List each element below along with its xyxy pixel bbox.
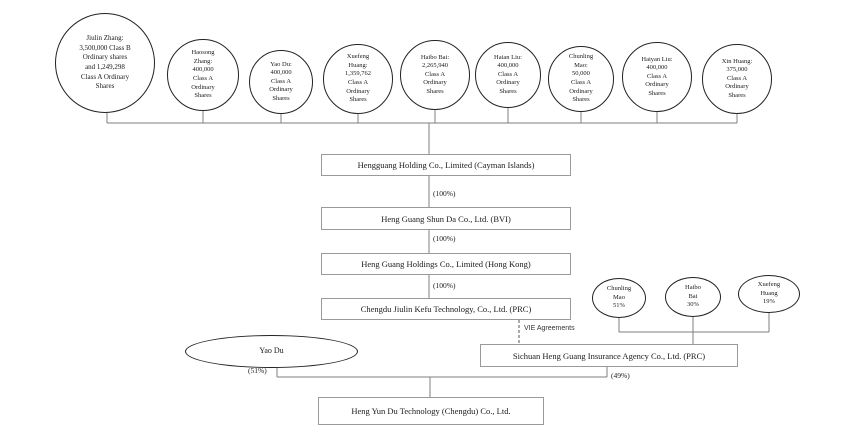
ownership-label-49: (49%) — [611, 371, 630, 380]
ownership-label-100-1: (100%) — [433, 189, 456, 198]
entity-name: Heng Guang Holdings Co., Limited (Hong K… — [361, 259, 531, 269]
entity-box-prc-wfoe: Chengdu Jiulin Kefu Technology, Co., Ltd… — [321, 298, 571, 320]
shareholder-circle-chunling-mao: Chunling Mao: 50,000 Class A Ordinary Sh… — [548, 46, 614, 112]
entity-name: Heng Yun Du Technology (Chengdu) Co., Lt… — [351, 406, 511, 416]
vie-owner-text: Chunling Mao 51% — [606, 285, 632, 310]
shareholder-circle-haibo-bai: Haibo Bai: 2,265,940 Class A Ordinary Sh… — [400, 40, 470, 110]
entity-box-cayman: Hengguang Holding Co., Limited (Cayman I… — [321, 154, 571, 176]
vie-owner-text: Haibo Bai 30% — [685, 284, 701, 309]
entity-box-hong-kong: Heng Guang Holdings Co., Limited (Hong K… — [321, 253, 571, 275]
shareholder-circle-haian-liu: Haian Liu: 400,000 Class A Ordinary Shar… — [475, 42, 541, 108]
ownership-label-100-2: (100%) — [433, 234, 456, 243]
vie-agreements-label: VIE Agreements — [524, 325, 575, 332]
shareholder-text: Haiyan Liu: 400,000 Class A Ordinary Sha… — [641, 55, 673, 97]
ownership-label-51: (51%) — [248, 366, 267, 375]
shareholder-circle-jiulin-zhang: Jiulin Zhang: 3,500,000 Class B Ordinary… — [55, 13, 155, 113]
shareholder-text: Yao Du: 400,000 Class A Ordinary Shares — [269, 60, 293, 102]
shareholder-circle-xuefeng-huang: Xuefeng Huang: 1,359,762 Class A Ordinar… — [323, 44, 393, 114]
shareholder-circle-xin-huang: Xin Huang: 375,000 Class A Ordinary Shar… — [702, 44, 772, 114]
entity-name: Sichuan Heng Guang Insurance Agency Co.,… — [512, 350, 706, 361]
owner-text: Yao Du — [259, 346, 284, 356]
entity-name: Hengguang Holding Co., Limited (Cayman I… — [357, 160, 535, 170]
entity-box-heng-yun-du: Heng Yun Du Technology (Chengdu) Co., Lt… — [318, 397, 544, 425]
shareholder-text: Xuefeng Huang: 1,359,762 Class A Ordinar… — [345, 53, 371, 104]
entity-box-bvi: Heng Guang Shun Da Co., Ltd. (BVI) — [321, 207, 571, 230]
entity-name: Chengdu Jiulin Kefu Technology, Co., Ltd… — [360, 304, 532, 314]
shareholder-text: Haibo Bai: 2,265,940 Class A Ordinary Sh… — [420, 53, 450, 95]
shareholder-text: Xin Huang: 375,000 Class A Ordinary Shar… — [721, 57, 753, 99]
shareholder-text: Jiulin Zhang: 3,500,000 Class B Ordinary… — [79, 34, 131, 91]
entity-name: Heng Guang Shun Da Co., Ltd. (BVI) — [381, 213, 511, 224]
shareholder-text: Chunling Mao: 50,000 Class A Ordinary Sh… — [568, 53, 594, 104]
ownership-label-100-3: (100%) — [433, 281, 456, 290]
shareholder-text: Haosong Zhang: 400,000 Class A Ordinary … — [191, 49, 215, 100]
shareholder-text: Haian Liu: 400,000 Class A Ordinary Shar… — [494, 53, 522, 95]
vie-owner-oval-haibo-bai: Haibo Bai 30% — [665, 277, 721, 317]
shareholder-circle-yao-du: Yao Du: 400,000 Class A Ordinary Shares — [249, 50, 313, 114]
shareholder-circle-haosong-zhang: Haosong Zhang: 400,000 Class A Ordinary … — [167, 39, 239, 111]
owner-oval-yao-du: Yao Du — [185, 335, 358, 368]
vie-owner-text: Xuefeng Huang 19% — [757, 281, 781, 306]
vie-owner-oval-chunling-mao: Chunling Mao 51% — [592, 278, 646, 318]
vie-owner-oval-xuefeng-huang: Xuefeng Huang 19% — [738, 275, 800, 313]
shareholder-circle-haiyan-liu: Haiyan Liu: 400,000 Class A Ordinary Sha… — [622, 42, 692, 112]
entity-box-vie-sichuan: Sichuan Heng Guang Insurance Agency Co.,… — [480, 344, 738, 367]
